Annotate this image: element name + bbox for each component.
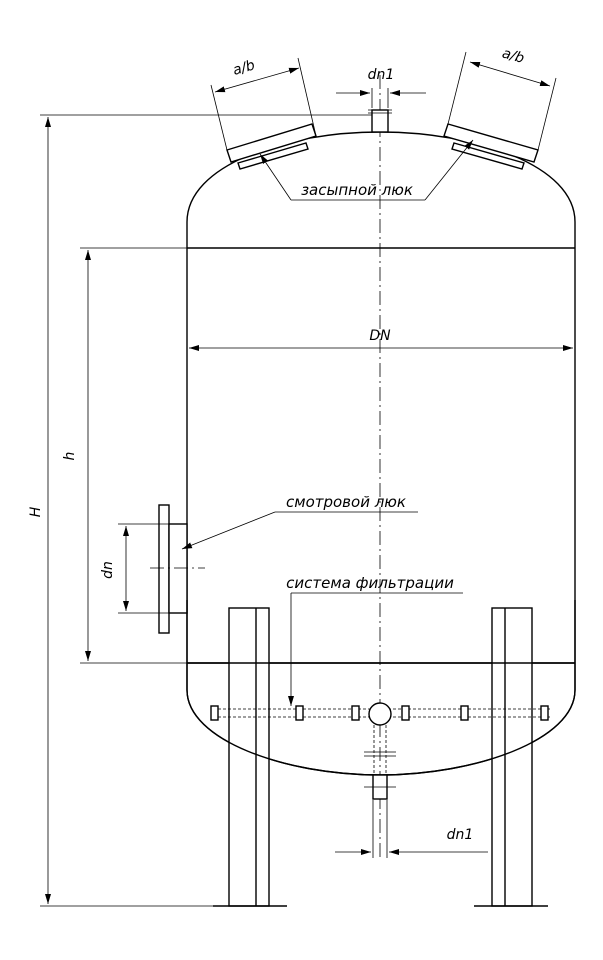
dimension-dn1-top-label: dn1 (368, 67, 395, 83)
dimension-ab-left-label: a/b (231, 57, 257, 79)
bottom-nozzle (364, 774, 396, 800)
dimension-DN-label: DN (369, 328, 391, 344)
fill-hatch-left (226, 123, 317, 170)
callout-fill-hatch: засыпной люк (259, 139, 474, 201)
dimension-ab-right-label: a/b (500, 45, 526, 67)
inspection-hatch-label: смотровой люк (286, 493, 406, 511)
dimension-H-label: H (28, 506, 44, 517)
callout-inspection-hatch: смотровой люк (181, 493, 418, 550)
dimension-dn1-bottom-label: dn1 (447, 827, 474, 843)
dimension-ab-left: a/b (210, 57, 317, 151)
dimension-dn-label: dn (100, 561, 116, 579)
dimension-H: H (28, 114, 372, 907)
leg-right (474, 607, 548, 907)
dimension-h: h (62, 247, 187, 664)
dimension-dn: dn (100, 523, 169, 614)
dimension-h-label: h (62, 452, 78, 461)
filtration-system (210, 702, 550, 775)
fill-hatch-label: засыпной люк (301, 181, 413, 199)
dimension-DN: DN (189, 328, 573, 351)
fill-hatch-right (443, 123, 539, 170)
callout-filtration-system: система фильтрации (286, 574, 463, 706)
dimension-dn1-top: dn1 (336, 67, 426, 108)
leg-left (213, 607, 287, 907)
filtration-system-label: система фильтрации (286, 574, 454, 592)
dimension-dn1-bottom: dn1 (335, 800, 488, 858)
top-nozzle (368, 109, 392, 133)
dimension-ab-right: a/b (447, 45, 557, 151)
